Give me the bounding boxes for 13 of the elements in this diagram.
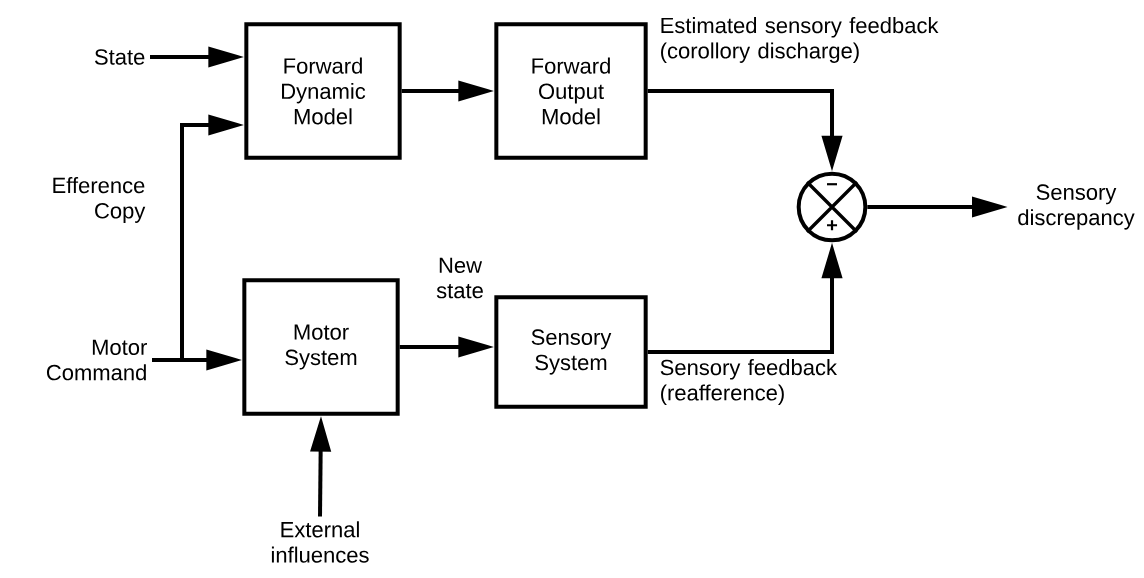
process-box: Forward Output Model xyxy=(494,22,648,160)
edge-label: New state xyxy=(436,257,483,299)
text-label: Motor Command xyxy=(46,339,147,381)
process-box: Motor System xyxy=(242,278,400,416)
text-label: External influences xyxy=(271,521,369,563)
edge-label: Sensory feedback (reafference) xyxy=(660,359,837,405)
edge-label: Efference Copy xyxy=(53,177,146,223)
edge-label: Estimated sensory feedback (corollory discharge) xyxy=(661,17,939,63)
text-label: Sensory discrepancy xyxy=(1018,184,1135,230)
text-label: State xyxy=(94,49,145,65)
process-box: Forward Dynamic Model xyxy=(244,22,402,160)
summing-junction: − + xyxy=(796,171,868,243)
process-box: Sensory System xyxy=(494,295,648,409)
